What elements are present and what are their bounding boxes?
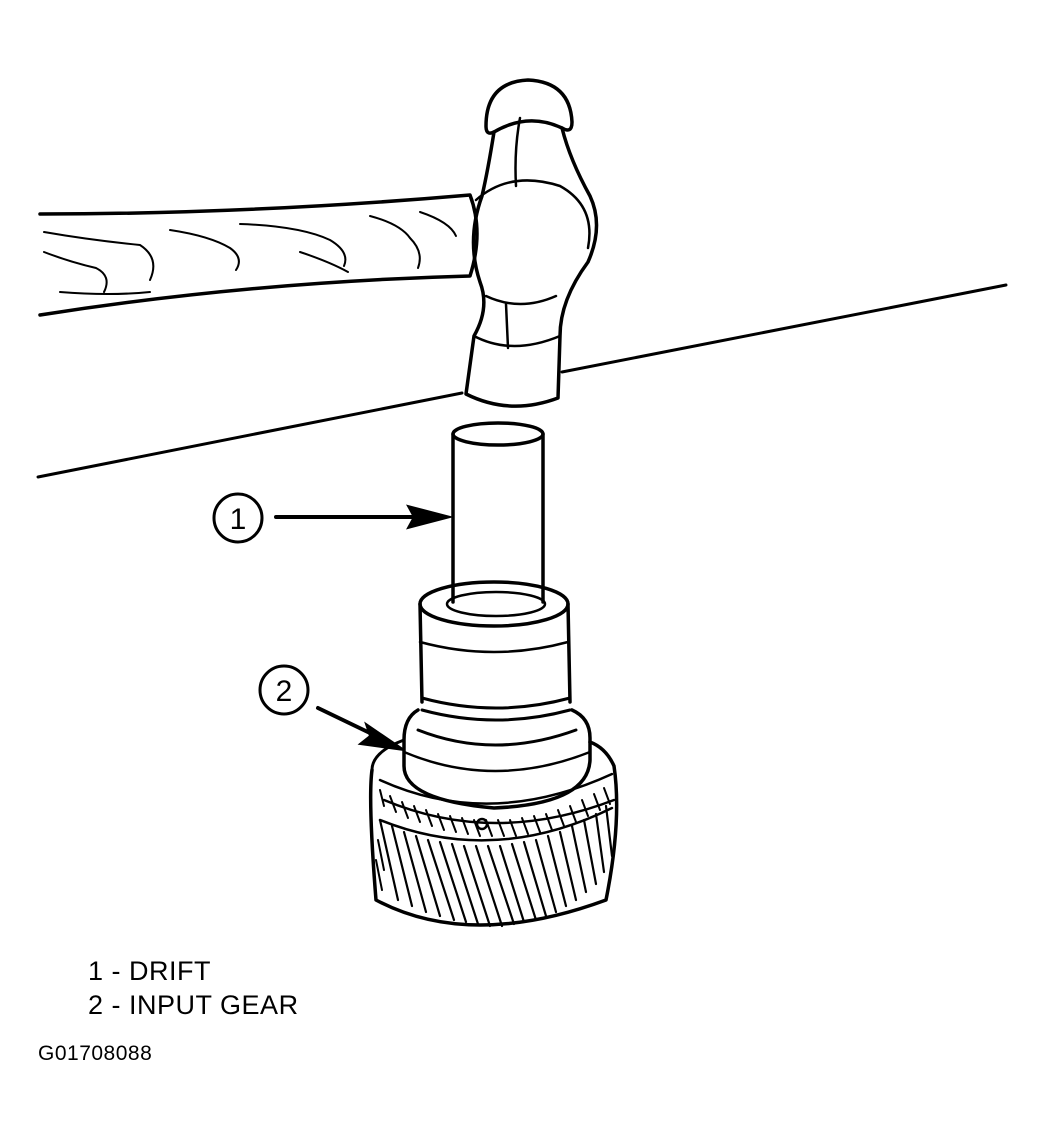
legend-item-label: DRIFT xyxy=(129,956,212,986)
hammer-head xyxy=(464,78,599,408)
legend-item-separator: - xyxy=(103,990,130,1020)
input-gear-shaft xyxy=(402,580,592,831)
legend: 1 - DRIFT 2 - INPUT GEAR xyxy=(88,954,299,1022)
figure-code: G01708088 xyxy=(38,1042,153,1065)
legend-item-number: 2 xyxy=(88,990,104,1020)
callout-1-arrowhead xyxy=(406,504,454,530)
legend-item-number: 1 xyxy=(88,956,104,986)
callout-1-number: 1 xyxy=(230,503,247,536)
legend-item-drift: 1 - DRIFT xyxy=(88,954,299,988)
callout-2-number: 2 xyxy=(276,675,293,708)
hammer-handle xyxy=(38,193,479,317)
callout-2-arrowhead xyxy=(357,721,405,751)
legend-item-separator: - xyxy=(103,956,130,986)
callout-1: 1 xyxy=(212,492,454,544)
legend-item-input-gear: 2 - INPUT GEAR xyxy=(88,988,299,1022)
workbench-edge xyxy=(36,283,1008,479)
input-gear-teeth xyxy=(368,738,619,928)
callout-2: 2 xyxy=(258,664,405,751)
legend-item-label: INPUT GEAR xyxy=(129,990,299,1020)
drift xyxy=(451,421,545,604)
